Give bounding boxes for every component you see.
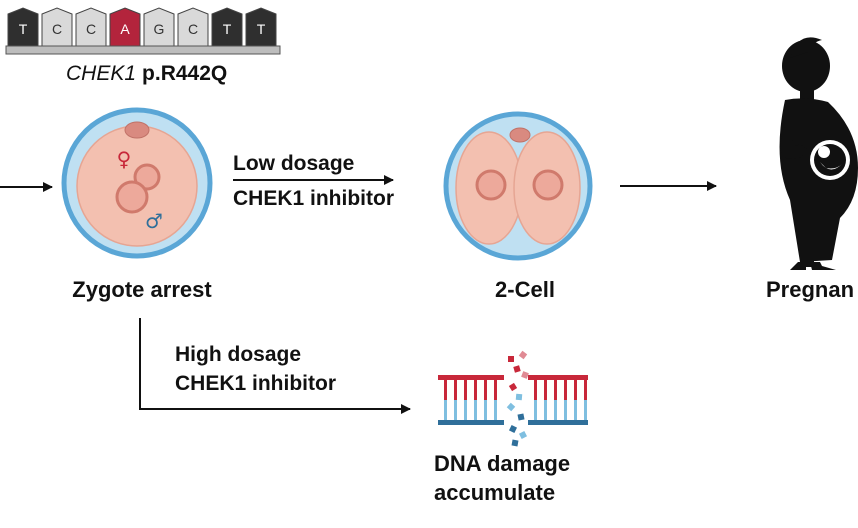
base-tag-7: T <box>245 7 277 47</box>
two-cell-polar-body <box>509 127 531 143</box>
dna-fragment <box>518 430 528 440</box>
dna-fragment <box>515 393 523 401</box>
high-dosage-arrow <box>139 318 411 414</box>
dna-rung-top <box>564 380 567 400</box>
dna-fragment <box>511 439 519 447</box>
zygote-polar-body <box>124 121 150 139</box>
dna-rung-bottom <box>454 400 457 420</box>
dna-rung-bottom <box>554 400 557 420</box>
sequence-backbone <box>5 45 281 55</box>
dna-rung-bottom <box>474 400 477 420</box>
low-dosage-inhibitor-label: CHEK1 inhibitor <box>233 187 394 210</box>
dna-fragment <box>518 350 528 360</box>
gene-name: CHEK1 <box>66 62 136 85</box>
dna-fragment <box>508 356 514 362</box>
nucleus-right <box>532 169 564 201</box>
dna-rung-top <box>494 380 497 400</box>
pregnancy-label: Pregnan <box>766 277 854 302</box>
two-cell-embryo <box>443 111 593 261</box>
base-letter: C <box>86 21 96 37</box>
dna-top-strand <box>528 375 588 380</box>
dna-rung-bottom <box>444 400 447 420</box>
dna-rung-top <box>544 380 547 400</box>
base-letter: T <box>257 21 266 37</box>
base-tag-1: C <box>41 7 73 47</box>
dna-rung-top <box>584 380 587 400</box>
dna-rung-bottom <box>544 400 547 420</box>
fetus-icon <box>810 140 850 180</box>
dna-rung-top <box>454 380 457 400</box>
dna-rung-bottom <box>484 400 487 420</box>
dna-rung-bottom <box>534 400 537 420</box>
dna-rung-bottom <box>564 400 567 420</box>
base-letter: C <box>52 21 62 37</box>
dna-rung-top <box>464 380 467 400</box>
male-symbol: ♂ <box>145 209 163 233</box>
dna-rung-top <box>534 380 537 400</box>
dna-rung-top <box>484 380 487 400</box>
dna-rung-top <box>574 380 577 400</box>
base-letter: T <box>19 21 28 37</box>
variant-label: CHEK1 p.R442Q <box>66 62 227 85</box>
dna-rung-bottom <box>494 400 497 420</box>
dna-bottom-strand <box>528 420 588 425</box>
base-letter: C <box>188 21 198 37</box>
dna-rung-top <box>554 380 557 400</box>
dna-rung-top <box>474 380 477 400</box>
base-tag-3: A <box>109 7 141 47</box>
base-tag-2: C <box>75 7 107 47</box>
base-letter: T <box>223 21 232 37</box>
two-cell-label: 2-Cell <box>495 277 555 302</box>
dna-bottom-strand <box>438 420 504 425</box>
dna-fragment <box>508 382 518 392</box>
dna-rung-top <box>444 380 447 400</box>
high-dosage-inhibitor-label: CHEK1 inhibitor <box>175 372 336 395</box>
dna-fragment <box>506 402 516 412</box>
dna-top-strand <box>438 375 504 380</box>
base-letter: A <box>120 21 130 37</box>
low-dosage-label: Low dosage <box>233 152 354 175</box>
dna-fragment <box>521 371 529 379</box>
nucleus-left <box>475 169 507 201</box>
pregnant-woman-icon <box>779 37 858 270</box>
zygote-label: Zygote arrest <box>72 277 212 302</box>
dna-rung-bottom <box>584 400 587 420</box>
base-tag-4: G <box>143 7 175 47</box>
base-tag-0: T <box>7 7 39 47</box>
dna-fragment <box>508 424 518 434</box>
base-tag-5: C <box>177 7 209 47</box>
male-pronucleus <box>115 180 149 214</box>
base-letter: G <box>154 21 165 37</box>
dna-rung-bottom <box>574 400 577 420</box>
zygote-cell: ♀ ♂ <box>61 107 213 259</box>
dna-rung-bottom <box>464 400 467 420</box>
female-symbol: ♀ <box>117 147 132 171</box>
outcome-line1: DNA damage <box>434 451 570 476</box>
outcome-line2: accumulate <box>434 480 555 505</box>
female-pronucleus <box>133 163 161 191</box>
damaged-dna-icon <box>438 350 588 447</box>
dna-fragment <box>513 365 521 373</box>
base-tag-6: T <box>211 7 243 47</box>
variant-name: p.R442Q <box>142 62 227 85</box>
dna-fragment <box>517 413 525 421</box>
high-dosage-label: High dosage <box>175 343 301 366</box>
